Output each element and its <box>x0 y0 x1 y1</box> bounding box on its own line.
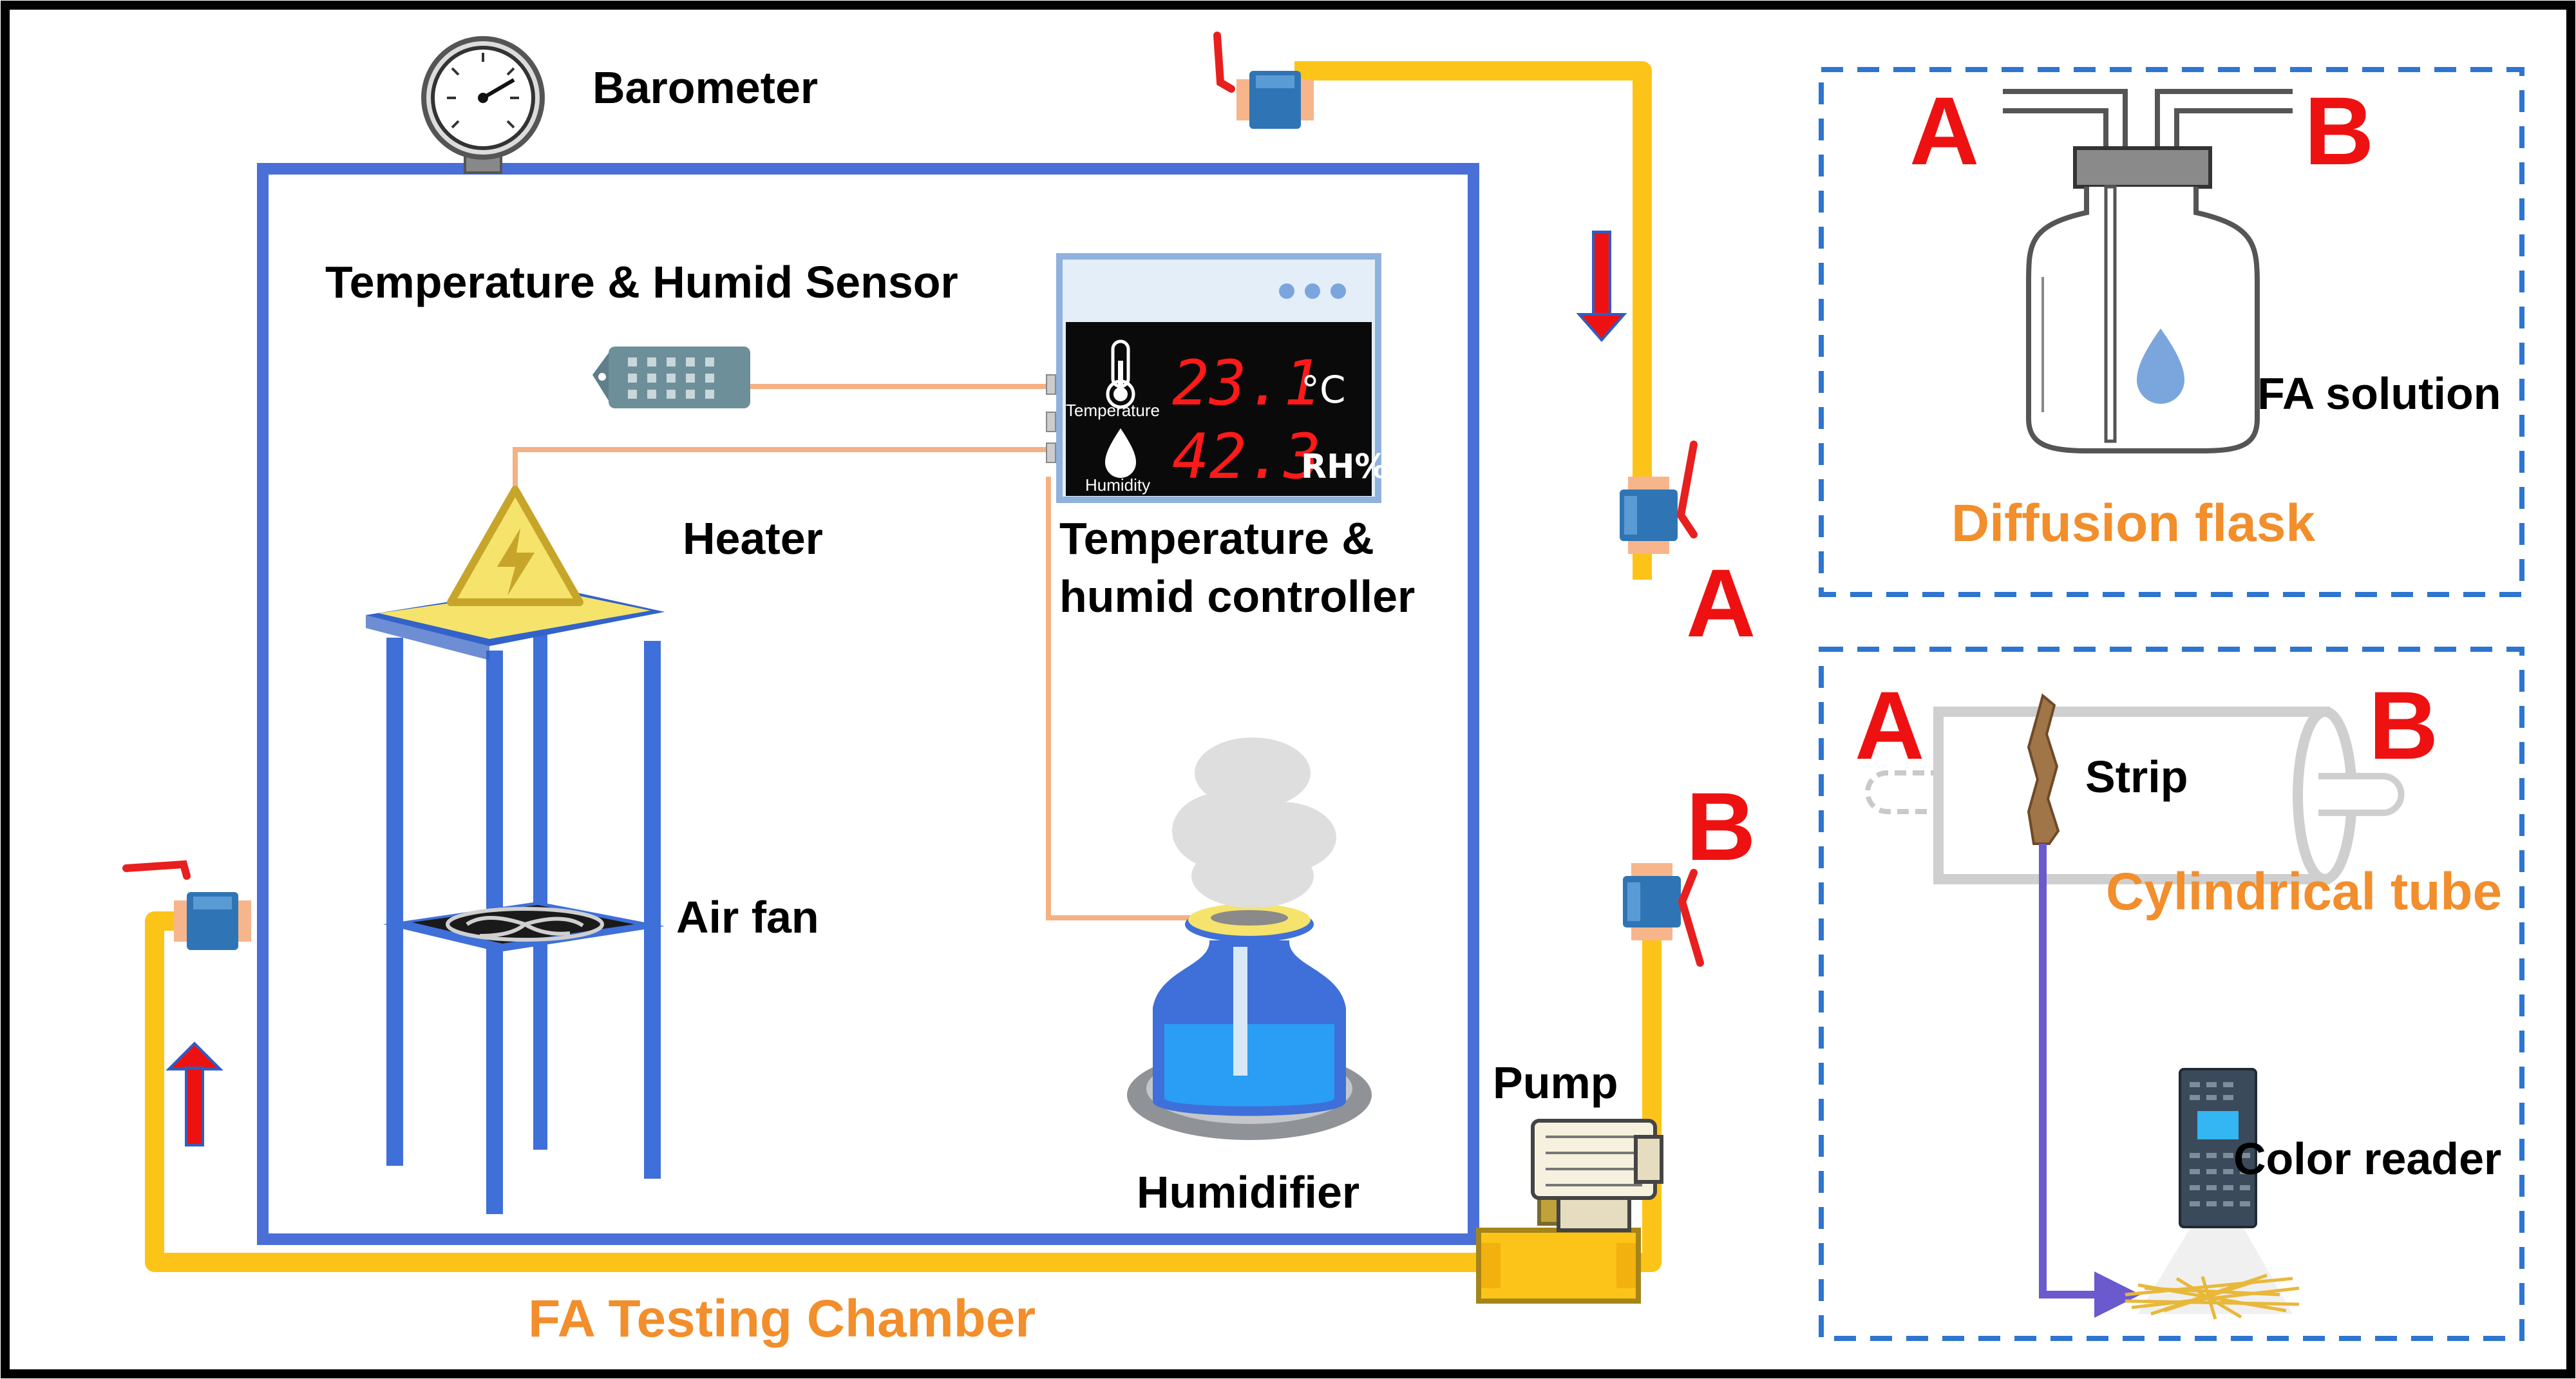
strip-label: Strip <box>2085 752 2188 802</box>
strip-icon <box>2027 693 2060 845</box>
valve-b-label: B <box>1686 772 1756 880</box>
valve-a-handle[interactable] <box>1676 441 1698 538</box>
temperature-humid-sensor-label: Temperature & Humid Sensor <box>325 257 958 307</box>
valve-b-handle[interactable] <box>1678 869 1704 967</box>
temperature-humidity-sensor-icon <box>592 347 750 408</box>
temperature-caption: Temperature <box>1066 401 1160 420</box>
controller-label-line2: humid controller <box>1059 571 1415 622</box>
chamber-title: FA Testing Chamber <box>528 1289 1036 1348</box>
chamber-wall <box>257 163 1479 1245</box>
diffusion-flask-title: Diffusion flask <box>1951 494 2315 553</box>
cylindrical-tube-icon <box>1865 707 2405 884</box>
valve-a[interactable] <box>1620 477 1678 554</box>
humidifier-label: Humidifier <box>1137 1167 1359 1217</box>
diffusion-flask-icon <box>2003 89 2293 453</box>
barometer-icon <box>421 36 545 174</box>
humidifier-icon <box>1127 904 1372 1140</box>
flow-arrow-down <box>1576 231 1627 343</box>
fan-icon <box>446 907 604 942</box>
valve-top[interactable] <box>1236 71 1314 129</box>
tube-port-a: A <box>1855 671 1924 779</box>
humidity-unit: RH% <box>1301 448 1388 486</box>
water-drop-icon <box>1105 428 1136 478</box>
humidity-value: 42.3 <box>1172 421 1321 493</box>
heater-label: Heater <box>683 513 823 564</box>
flask-port-b: B <box>2304 77 2374 185</box>
pump-icon <box>1476 1119 1663 1304</box>
high-voltage-warning-icon <box>447 486 583 606</box>
steam-icon <box>1172 737 1336 908</box>
valve-b[interactable] <box>1623 863 1681 940</box>
barometer-label: Barometer <box>592 62 818 113</box>
valve-a-label: A <box>1686 549 1756 657</box>
valve-top-handle[interactable] <box>1213 32 1235 93</box>
temperature-value: 23.1 <box>1172 347 1321 419</box>
color-reader-label: Color reader <box>2233 1134 2501 1184</box>
control-wires <box>513 384 1198 920</box>
valve-inlet-handle[interactable] <box>122 860 191 880</box>
thermometer-icon <box>1106 339 1135 409</box>
temperature-unit: °C <box>1301 368 1346 412</box>
fiber-sample-icon <box>2125 1273 2300 1320</box>
humidity-caption: Humidity <box>1085 475 1150 495</box>
fa-solution-drop-icon <box>2137 328 2184 404</box>
pump-label: Pump <box>1493 1058 1618 1108</box>
flask-port-a: A <box>1909 77 1979 185</box>
tube-port-b: B <box>2369 671 2438 779</box>
top-pipe <box>1294 61 1652 580</box>
cylindrical-tube-panel <box>1819 647 2524 1341</box>
temperature-humid-controller: Temperature 23.1 °C Humidity 42.3 RH% <box>1046 253 1388 503</box>
flow-arrow-up <box>166 1041 223 1146</box>
controller-label-line1: Temperature & <box>1059 513 1374 564</box>
cylindrical-tube-title: Cylindrical tube <box>2106 862 2502 921</box>
valve-inlet[interactable] <box>174 892 251 950</box>
fa-solution-label: FA solution <box>2257 368 2501 419</box>
strip-transfer-arrow <box>2039 844 2141 1318</box>
air-fan-label: Air fan <box>676 892 819 942</box>
